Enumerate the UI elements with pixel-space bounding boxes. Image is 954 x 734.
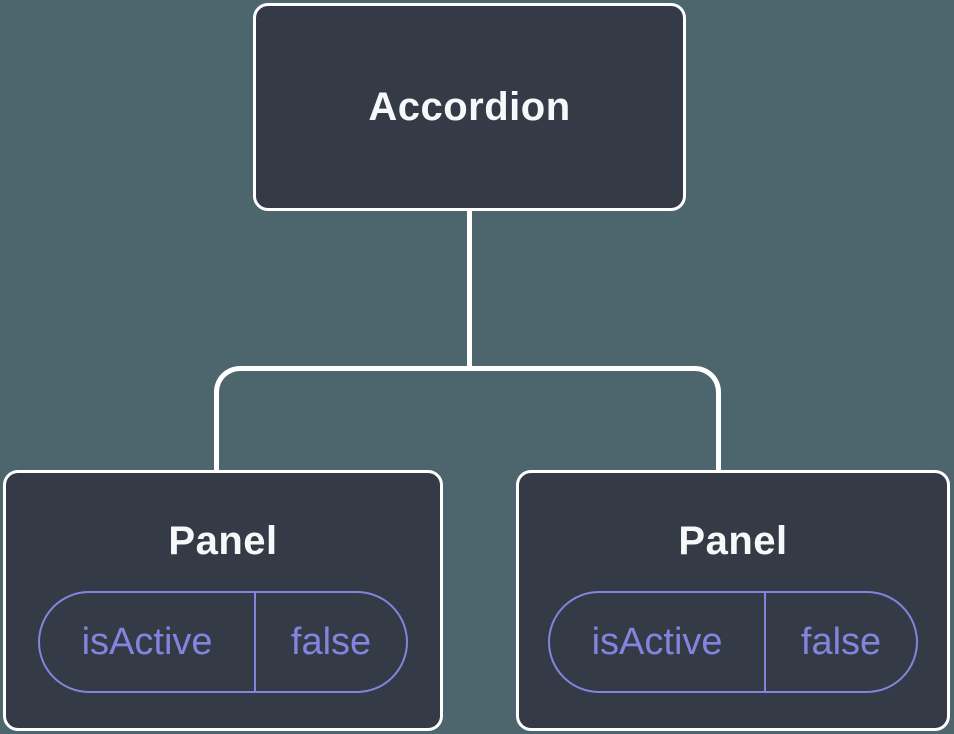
panel-node-label: Panel <box>678 519 788 563</box>
panel-node-right: Panel isActive false <box>516 470 950 731</box>
connector-stem-line <box>467 208 472 369</box>
state-name: isActive <box>81 621 213 663</box>
state-pill: isActive false <box>548 591 918 693</box>
state-pill: isActive false <box>38 591 408 693</box>
state-name: isActive <box>591 621 723 663</box>
accordion-node-label: Accordion <box>368 85 571 129</box>
connector-branch-line <box>214 366 721 471</box>
state-value: false <box>254 593 406 691</box>
state-value: false <box>764 593 916 691</box>
accordion-node: Accordion <box>253 3 686 211</box>
panel-node-left: Panel isActive false <box>3 470 443 731</box>
panel-node-label: Panel <box>168 519 278 563</box>
